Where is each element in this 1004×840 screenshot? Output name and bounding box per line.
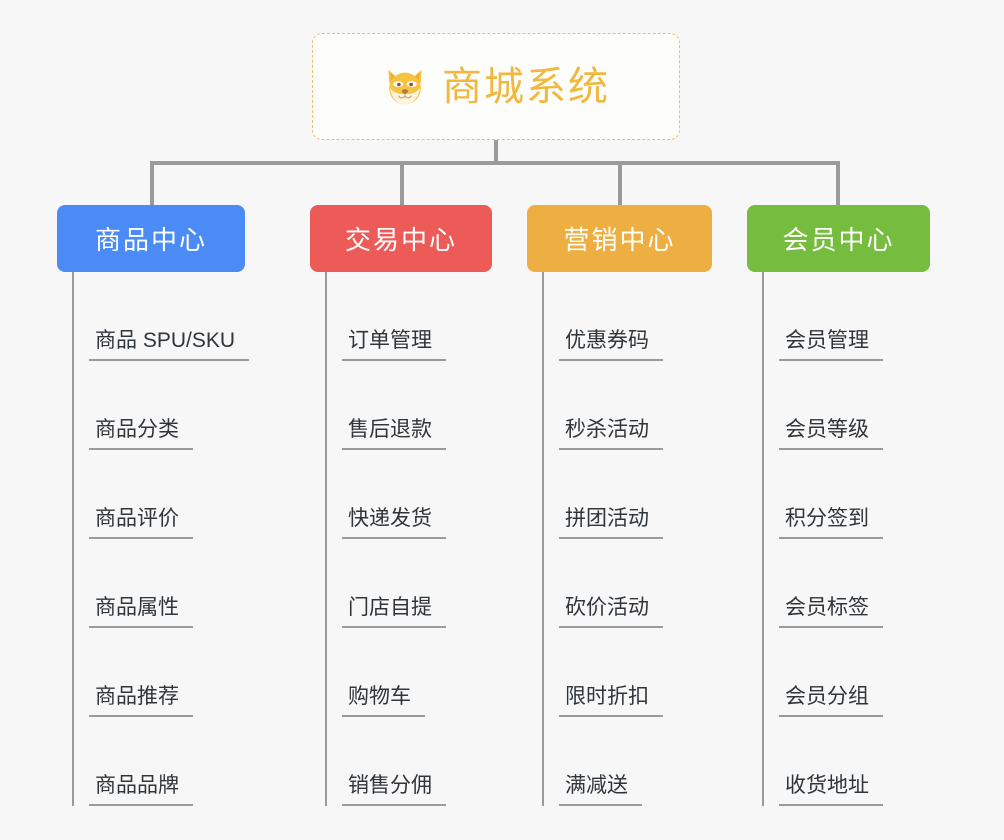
list-item[interactable]: 售后退款 — [310, 361, 550, 450]
root-title: 商城系统 — [442, 64, 610, 109]
connector-drop-3 — [618, 161, 622, 207]
list-item[interactable]: 商品品牌 — [57, 717, 307, 806]
leaf-label: 限时折扣 — [559, 685, 663, 717]
leaf-label: 会员分组 — [779, 685, 883, 717]
leaf-label: 会员标签 — [779, 596, 883, 628]
branch-column-2: 交易中心 订单管理 售后退款 快递发货 门店自提 购物车 销售分佣 — [310, 205, 550, 806]
list-item[interactable]: 商品推荐 — [57, 628, 307, 717]
list-item[interactable]: 拼团活动 — [527, 450, 757, 539]
list-item[interactable]: 砍价活动 — [527, 539, 757, 628]
branch-spine-1 — [72, 272, 74, 806]
list-item[interactable]: 优惠券码 — [527, 272, 757, 361]
list-item[interactable]: 商品属性 — [57, 539, 307, 628]
leaf-label: 会员等级 — [779, 418, 883, 450]
branch-header-3[interactable]: 营销中心 — [527, 205, 712, 272]
connector-root-stem — [494, 140, 498, 163]
branch-header-label: 营销中心 — [563, 225, 676, 255]
branch-column-3: 营销中心 优惠券码 秒杀活动 拼团活动 砍价活动 限时折扣 满减送 — [527, 205, 757, 806]
leaf-label: 销售分佣 — [342, 774, 446, 806]
branch-column-1: 商品中心 商品 SPU/SKU 商品分类 商品评价 商品属性 商品推荐 商品品牌 — [57, 205, 307, 806]
branch-column-4: 会员中心 会员管理 会员等级 积分签到 会员标签 会员分组 收货地址 — [747, 205, 977, 806]
list-item[interactable]: 销售分佣 — [310, 717, 550, 806]
connector-drop-2 — [400, 161, 404, 207]
branch-spine-4 — [762, 272, 764, 806]
leaf-label: 优惠券码 — [559, 329, 663, 361]
list-item[interactable]: 快递发货 — [310, 450, 550, 539]
list-item[interactable]: 门店自提 — [310, 539, 550, 628]
leaf-label: 门店自提 — [342, 596, 446, 628]
list-item[interactable]: 秒杀活动 — [527, 361, 757, 450]
list-item[interactable]: 商品分类 — [57, 361, 307, 450]
list-item[interactable]: 限时折扣 — [527, 628, 757, 717]
leaf-label: 商品评价 — [89, 507, 193, 539]
branch-spine-3 — [542, 272, 544, 806]
branch-header-1[interactable]: 商品中心 — [57, 205, 245, 272]
list-item[interactable]: 商品 SPU/SKU — [57, 272, 307, 361]
leaf-label: 订单管理 — [342, 329, 446, 361]
branch-body-3: 优惠券码 秒杀活动 拼团活动 砍价活动 限时折扣 满减送 — [527, 272, 757, 806]
branch-header-label: 交易中心 — [344, 225, 457, 255]
branch-header-4[interactable]: 会员中心 — [747, 205, 930, 272]
leaf-label: 拼团活动 — [559, 507, 663, 539]
root-node[interactable]: 商城系统 — [312, 33, 680, 140]
leaf-label: 商品属性 — [89, 596, 193, 628]
leaf-label: 商品 SPU/SKU — [89, 329, 250, 361]
leaf-label: 售后退款 — [342, 418, 446, 450]
branch-spine-2 — [325, 272, 327, 806]
leaf-label: 商品分类 — [89, 418, 193, 450]
branch-body-1: 商品 SPU/SKU 商品分类 商品评价 商品属性 商品推荐 商品品牌 — [57, 272, 307, 806]
leaf-label: 会员管理 — [779, 329, 883, 361]
leaf-label: 砍价活动 — [559, 596, 663, 628]
leaf-label: 收货地址 — [779, 774, 883, 806]
branch-header-label: 会员中心 — [782, 225, 895, 255]
leaf-label: 购物车 — [342, 685, 425, 717]
connector-drop-4 — [836, 161, 840, 207]
leaf-label: 快递发货 — [342, 507, 446, 539]
leaf-label: 商品推荐 — [89, 685, 193, 717]
branch-header-label: 商品中心 — [94, 225, 207, 255]
list-item[interactable]: 会员等级 — [747, 361, 977, 450]
leaf-label: 商品品牌 — [89, 774, 193, 806]
list-item[interactable]: 收货地址 — [747, 717, 977, 806]
leaf-label: 积分签到 — [779, 507, 883, 539]
connector-drop-1 — [150, 161, 154, 207]
list-item[interactable]: 商品评价 — [57, 450, 307, 539]
branch-body-2: 订单管理 售后退款 快递发货 门店自提 购物车 销售分佣 — [310, 272, 550, 806]
list-item[interactable]: 积分签到 — [747, 450, 977, 539]
list-item[interactable]: 会员分组 — [747, 628, 977, 717]
list-item[interactable]: 购物车 — [310, 628, 550, 717]
leaf-label: 满减送 — [559, 774, 642, 806]
list-item[interactable]: 会员管理 — [747, 272, 977, 361]
branch-header-2[interactable]: 交易中心 — [310, 205, 492, 272]
leaf-label: 秒杀活动 — [559, 418, 663, 450]
list-item[interactable]: 满减送 — [527, 717, 757, 806]
list-item[interactable]: 会员标签 — [747, 539, 977, 628]
connector-horizontal-bus — [150, 161, 840, 165]
list-item[interactable]: 订单管理 — [310, 272, 550, 361]
branch-body-4: 会员管理 会员等级 积分签到 会员标签 会员分组 收货地址 — [747, 272, 977, 806]
shiba-dog-icon — [382, 64, 428, 110]
